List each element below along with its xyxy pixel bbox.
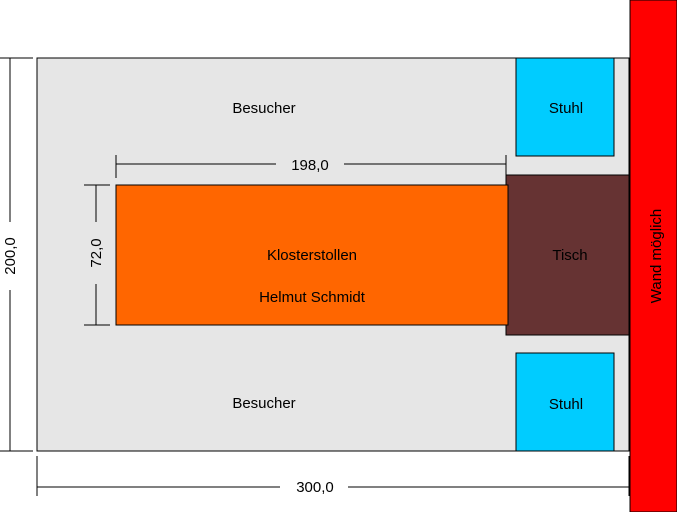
main-table: [115, 184, 509, 326]
dimension-table-width: [115, 155, 507, 178]
dimension-table-width-label: 198,0: [291, 157, 329, 174]
desk-label: Tisch: [552, 247, 587, 264]
chair-top-label: Stuhl: [549, 100, 583, 117]
dimension-width: [36, 456, 630, 496]
dimension-width-label: 300,0: [296, 479, 334, 496]
chair-bottom: [515, 352, 615, 452]
table-line2-label: Helmut Schmidt: [259, 289, 366, 306]
wall-possible: [629, 0, 677, 512]
visitors-top-label: Besucher: [232, 100, 295, 117]
visitors-bottom-label: Besucher: [232, 395, 295, 412]
table-line1-label: Klosterstollen: [267, 247, 357, 264]
desk: [505, 174, 630, 336]
dimension-table-height-label: 72,0: [88, 238, 105, 267]
dimension-table-height: [84, 184, 110, 326]
chair-bottom-label: Stuhl: [549, 396, 583, 413]
dimension-height-label: 200,0: [2, 237, 19, 275]
wall-label: Wand möglich: [648, 209, 665, 303]
dimension-height: [0, 57, 33, 452]
chair-top: [515, 57, 615, 157]
